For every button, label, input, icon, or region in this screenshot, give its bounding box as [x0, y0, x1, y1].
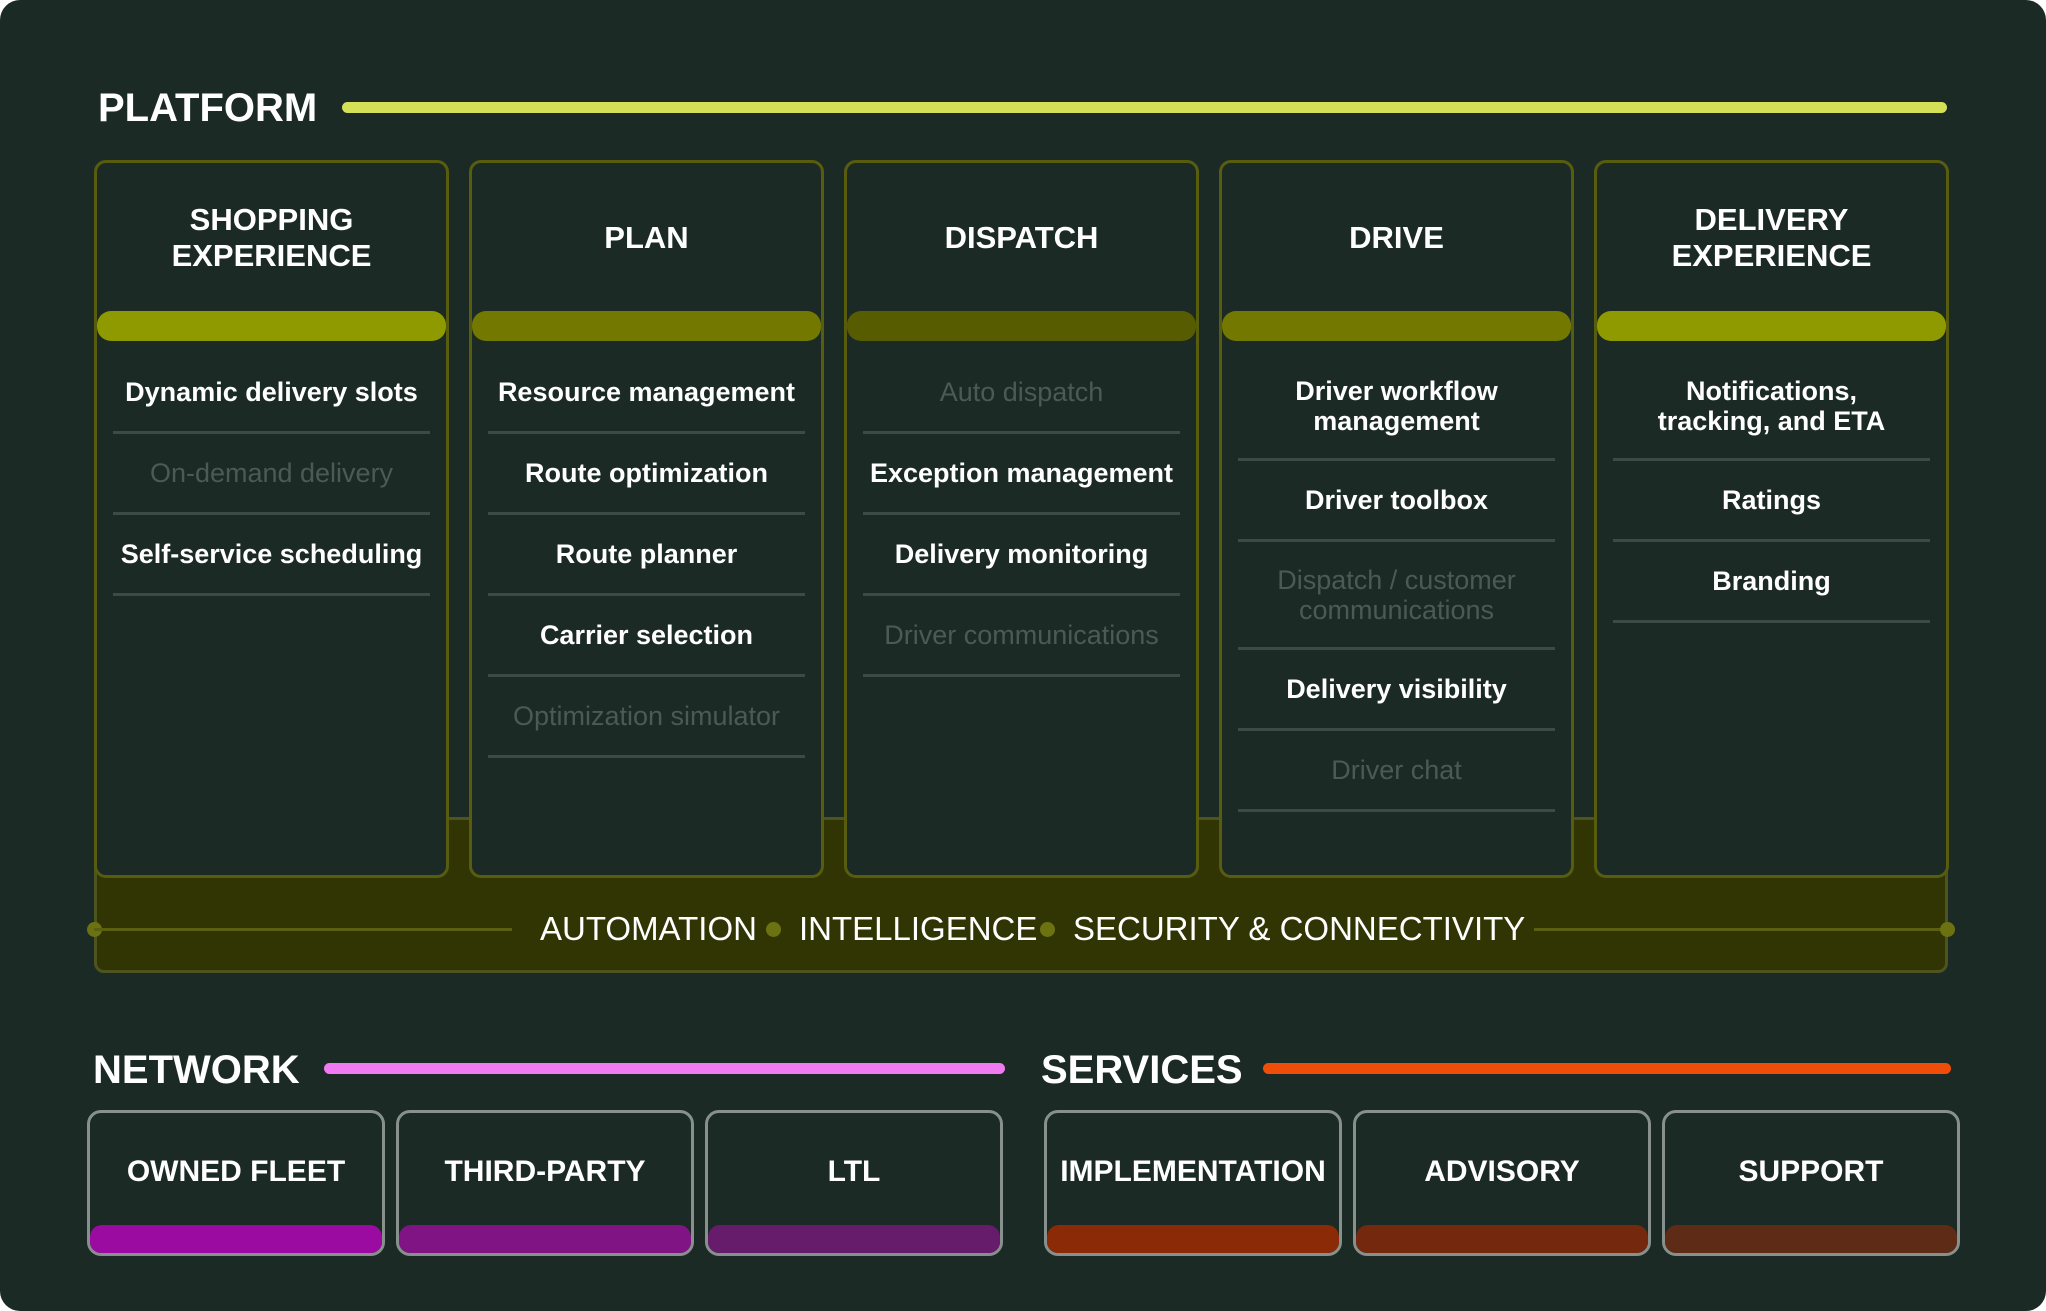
platform-rule [342, 102, 1947, 113]
card-bar [708, 1225, 1000, 1253]
capability-item: Notifications, tracking, and ETA [1613, 353, 1930, 461]
card-bar [1047, 1225, 1339, 1253]
network-card-third-party: THIRD-PARTY [396, 1110, 694, 1256]
capability-item: Optimization simulator [488, 677, 805, 758]
platform-title: PLATFORM [98, 86, 318, 130]
column-title: DELIVERY EXPERIENCE [1671, 202, 1872, 273]
capability-item: Driver chat [1238, 731, 1555, 812]
capability-list: Driver workflow management Driver toolbo… [1238, 353, 1555, 812]
services-card-implementation: IMPLEMENTATION [1044, 1110, 1342, 1256]
column-title: PLAN [604, 220, 689, 255]
card-label: SUPPORT [1738, 1155, 1884, 1188]
capability-item: Branding [1613, 542, 1930, 623]
card-bar [90, 1225, 382, 1253]
column-drive: DRIVE Driver workflow management Driver … [1219, 160, 1574, 878]
column-bar [97, 311, 446, 341]
services-card-support: SUPPORT [1662, 1110, 1960, 1256]
pillar-endpoint-dot [1940, 922, 1955, 937]
capability-item: Delivery monitoring [863, 515, 1180, 596]
column-bar [1597, 311, 1946, 341]
capability-item: Ratings [1613, 461, 1930, 542]
network-card-ltl: LTL [705, 1110, 1003, 1256]
card-label: THIRD-PARTY [444, 1155, 646, 1188]
column-dispatch: DISPATCH Auto dispatch Exception managem… [844, 160, 1199, 878]
column-title: SHOPPING EXPERIENCE [171, 202, 372, 273]
network-title: NETWORK [93, 1048, 300, 1092]
pillar-line-left [94, 928, 512, 931]
column-title: DRIVE [1349, 220, 1444, 255]
card-bar [399, 1225, 691, 1253]
services-rule [1263, 1063, 1951, 1074]
capability-item: Dispatch / customer communications [1238, 542, 1555, 650]
capability-item: Delivery visibility [1238, 650, 1555, 731]
column-shopping-experience: SHOPPING EXPERIENCE Dynamic delivery slo… [94, 160, 449, 878]
capability-item: On-demand delivery [113, 434, 430, 515]
card-label: IMPLEMENTATION [1060, 1155, 1326, 1188]
pillar-intelligence: INTELLIGENCE [799, 910, 1038, 947]
card-label: OWNED FLEET [126, 1155, 346, 1188]
capability-item: Driver toolbox [1238, 461, 1555, 542]
capability-list: Notifications, tracking, and ETA Ratings… [1613, 353, 1930, 623]
column-title: DISPATCH [944, 220, 1099, 255]
capability-item: Carrier selection [488, 596, 805, 677]
column-delivery-experience: DELIVERY EXPERIENCE Notifications, track… [1594, 160, 1949, 878]
card-bar [1356, 1225, 1648, 1253]
capability-item: Route planner [488, 515, 805, 596]
services-title: SERVICES [1041, 1048, 1243, 1092]
capability-item: Route optimization [488, 434, 805, 515]
capability-list: Resource management Route optimization R… [488, 353, 805, 758]
network-rule [324, 1063, 1005, 1074]
card-label: ADVISORY [1424, 1155, 1580, 1188]
capability-item: Driver communications [863, 596, 1180, 677]
capability-item: Auto dispatch [863, 353, 1180, 434]
capability-item: Resource management [488, 353, 805, 434]
card-bar [1665, 1225, 1957, 1253]
capability-item: Exception management [863, 434, 1180, 515]
pillar-automation: AUTOMATION [540, 910, 757, 947]
card-label: LTL [827, 1155, 881, 1188]
column-plan: PLAN Resource management Route optimizat… [469, 160, 824, 878]
capability-item: Driver workflow management [1238, 353, 1555, 461]
network-card-owned-fleet: OWNED FLEET [87, 1110, 385, 1256]
capability-list: Dynamic delivery slots On-demand deliver… [113, 353, 430, 596]
pillar-separator-dot [766, 922, 781, 937]
capability-item: Dynamic delivery slots [113, 353, 430, 434]
pillar-line-right [1534, 928, 1948, 931]
column-bar [1222, 311, 1571, 341]
column-bar [472, 311, 821, 341]
pillar-security-connectivity: SECURITY & CONNECTIVITY [1073, 910, 1526, 947]
pillar-separator-dot [1040, 922, 1055, 937]
capability-list: Auto dispatch Exception management Deliv… [863, 353, 1180, 677]
capability-item: Self-service scheduling [113, 515, 430, 596]
platform-pillars: AUTOMATION INTELLIGENCE SECURITY & CONNE… [87, 906, 1955, 952]
services-card-advisory: ADVISORY [1353, 1110, 1651, 1256]
column-bar [847, 311, 1196, 341]
